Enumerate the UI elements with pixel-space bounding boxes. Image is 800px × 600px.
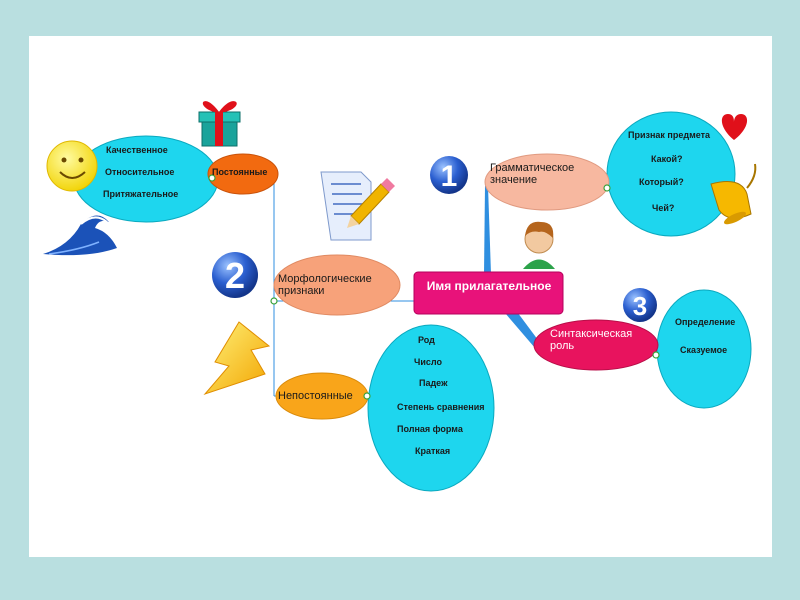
variable-item-comparison: Степень сравнения	[397, 402, 485, 412]
grammatical-item-chey: Чей?	[652, 203, 675, 213]
node-variable-label: Непостоянные	[278, 390, 353, 402]
grammatical-item-kakoy: Какой?	[651, 154, 683, 164]
junction-dots	[208, 174, 660, 400]
node-syntactic-label: Синтаксическая роль	[550, 328, 633, 352]
constant-item-qualitative: Качественное	[106, 145, 168, 155]
node-morphological	[273, 254, 401, 316]
cluster-variable	[367, 324, 495, 492]
badge-3-number: 3	[633, 291, 647, 321]
variable-item-short-form: Краткая	[415, 446, 451, 456]
grammatical-item-kotoryy: Который?	[639, 177, 684, 187]
node-morphological-label: Морфологические признаки	[278, 273, 372, 297]
person-icon	[523, 221, 555, 269]
variable-item-case: Падеж	[419, 378, 448, 388]
slide: 1 2 3	[29, 36, 772, 557]
bell-icon	[710, 163, 757, 225]
center-node	[413, 271, 564, 315]
variable-item-gender: Род	[418, 335, 435, 345]
node-constant-label: Постоянные	[212, 167, 268, 177]
node-grammatical-label: Грамматическое значение	[490, 162, 575, 186]
syntactic-item-attribute: Определение	[675, 317, 736, 327]
grammatical-item-feature: Признак предмета	[628, 130, 711, 140]
badge-2-number: 2	[225, 255, 245, 296]
variable-item-number: Число	[414, 357, 442, 367]
mind-map: 1 2 3	[43, 101, 757, 492]
document-pencil-icon	[320, 171, 395, 241]
center-label: Имя прилагательное	[426, 279, 552, 293]
node-grammatical	[484, 153, 610, 211]
wave-icon	[43, 215, 117, 256]
badge-2: 2	[212, 252, 258, 298]
variable-item-full-form: Полная форма	[397, 424, 463, 434]
lightning-icon	[203, 321, 271, 396]
badge-3: 3	[623, 288, 657, 322]
sun-face-icon	[46, 140, 98, 192]
constant-item-relative: Относительное	[105, 167, 175, 177]
syntactic-item-predicate: Сказуемое	[680, 345, 728, 355]
badge-1: 1	[430, 156, 468, 194]
node-constant	[207, 153, 279, 195]
node-syntactic	[533, 319, 659, 371]
constant-item-possessive: Притяжательное	[103, 189, 179, 199]
heart-icon	[721, 114, 748, 140]
badge-1-number: 1	[441, 160, 458, 193]
gift-icon	[198, 101, 241, 147]
